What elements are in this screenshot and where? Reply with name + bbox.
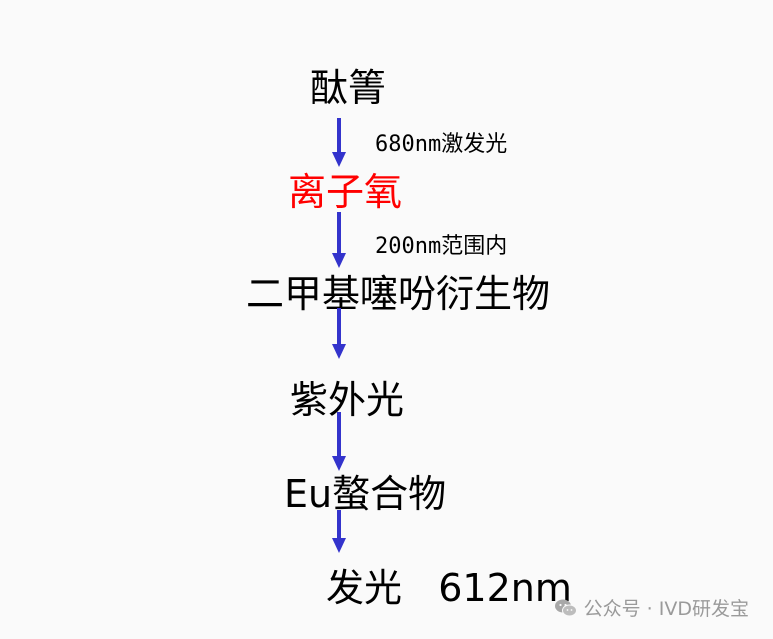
- edge-label-excitation: 680nm激发光: [375, 132, 508, 157]
- arrow-singlet-oxygen-to-dimethylthiophene: [332, 212, 346, 268]
- arrow-eu-chelate-to-emission: [332, 510, 346, 553]
- node-eu-chelate: Eu螯合物: [284, 472, 447, 516]
- node-singlet-oxygen: 离子氧: [288, 170, 403, 214]
- node-uv-light: 紫外光: [290, 378, 405, 422]
- node-emission: 发光 612nm: [326, 566, 572, 610]
- watermark: 公众号 · IVD研发宝: [554, 594, 749, 621]
- arrow-uv-light-to-eu-chelate: [332, 412, 346, 471]
- watermark-text: 公众号 · IVD研发宝: [583, 598, 749, 620]
- edge-label-diffusion-range: 200nm范围内: [375, 234, 508, 259]
- arrow-phthalocyanine-to-singlet-oxygen: [332, 118, 346, 167]
- node-dimethylthiophene: 二甲基噻吩衍生物: [246, 272, 551, 316]
- wechat-icon: [554, 599, 577, 616]
- arrow-dimethylthiophene-to-uv-light: [332, 308, 346, 359]
- node-phthalocyanine: 酞箐: [310, 66, 387, 110]
